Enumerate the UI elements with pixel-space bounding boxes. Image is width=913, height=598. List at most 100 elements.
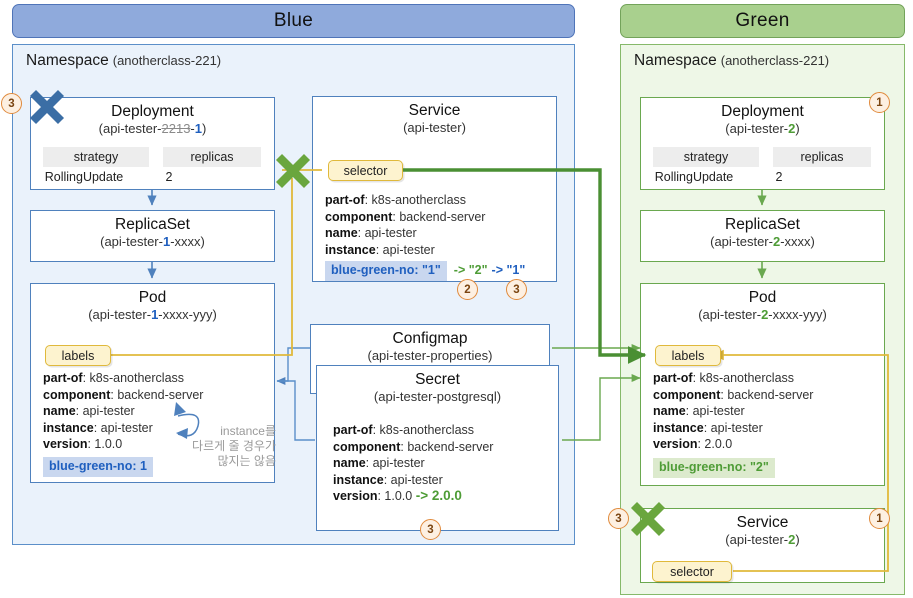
service-green-name-suffix: ) — [795, 532, 800, 547]
deployment-green-name-num: 2 — [788, 121, 796, 136]
callout-green-service-right: 1 — [869, 508, 890, 529]
label-row: component: backend-server — [43, 387, 204, 402]
callout-service-change-green: 2 — [457, 279, 478, 300]
service-blue-selector-tab[interactable]: selector — [328, 160, 403, 181]
service-green-name-prefix: (api-tester- — [725, 532, 789, 547]
x-mark-blue-selector-icon — [275, 153, 311, 189]
label-row: part-of: k8s-anotherclass — [333, 423, 475, 437]
section-header-blue: Blue — [12, 4, 575, 38]
pod-green-name-suffix: -xxxx-yyy) — [768, 307, 827, 322]
deployment-blue-name-struck: 2213 — [161, 121, 191, 136]
deployment-blue-title: Deployment — [111, 103, 194, 120]
service-green-title: Service — [736, 514, 789, 531]
pod-green-name: (api-tester-2-xxxx-yyy) — [641, 307, 884, 323]
callout-service-change-blue: 3 — [506, 279, 527, 300]
deployment-blue-name: (api-tester-2213-1) — [31, 121, 274, 137]
card-deployment-green[interactable]: Deployment (api-tester-2) — [640, 97, 885, 190]
value-replicas-green: 2 — [775, 170, 783, 184]
pod-green-labels-tab[interactable]: labels — [655, 345, 721, 366]
callout-secret-version: 3 — [420, 519, 441, 540]
chip-strategy-blue: strategy — [43, 147, 149, 167]
value-replicas-blue: 2 — [165, 170, 173, 184]
secret-version-new: -> 2.0.0 — [415, 488, 462, 504]
label-row: instance: api-tester — [43, 420, 153, 435]
deployment-green-name-suffix: ) — [795, 121, 800, 136]
service-green-selector-tab-label: selector — [670, 564, 714, 579]
section-header-green-label: Green — [735, 10, 790, 31]
pod-blue-label-list: part-of: k8s-anotherclass component: bac… — [43, 370, 213, 477]
pod-blue-name-suffix: -xxxx-yyy) — [158, 307, 217, 322]
namespace-label-blue: Namespace — [26, 52, 109, 69]
service-blue-selector-tab-label: selector — [343, 163, 388, 178]
replicaset-green-name-prefix: (api-tester- — [710, 234, 773, 249]
chip-strategy-green: strategy — [653, 147, 759, 167]
x-mark-green-service-icon — [630, 501, 666, 537]
pod-green-title: Pod — [748, 289, 777, 306]
service-blue-name: (api-tester) — [403, 120, 466, 135]
chip-replicas-green: replicas — [773, 147, 871, 167]
pod-green-label-list: part-of: k8s-anotherclass component: bac… — [653, 370, 833, 478]
label-row: instance: api-tester — [325, 242, 435, 257]
x-mark-blue-deployment-icon — [29, 89, 65, 125]
deployment-blue-values: RollingUpdate 2 — [43, 170, 213, 184]
label-row: instance: api-tester — [333, 472, 443, 487]
label-row: component: backend-server — [333, 439, 494, 454]
secret-blue-title: Secret — [415, 371, 460, 388]
pod-blue-highlight: blue-green-no: 1 — [43, 456, 153, 477]
label-row-version: version: 1.0.0 -> 2.0.0 — [333, 488, 462, 504]
deployment-green-name-prefix: (api-tester- — [725, 121, 789, 136]
label-row: part-of: k8s-anotherclass — [43, 371, 185, 385]
deployment-green-chips: strategy replicas — [653, 147, 871, 167]
callout-green-service-x: 3 — [608, 508, 629, 529]
service-blue-selector-list: part-of: k8s-anotherclass component: bac… — [325, 192, 525, 281]
replicaset-green-name-num: 2 — [772, 234, 781, 249]
pod-blue-labels-tab-label: labels — [61, 348, 95, 363]
service-blue-change-blue: -> "1" — [491, 263, 526, 278]
chip-replicas-blue: replicas — [163, 147, 261, 167]
section-header-blue-label: Blue — [273, 10, 314, 31]
label-row: name: api-tester — [653, 404, 745, 419]
deployment-green-name: (api-tester-2) — [641, 121, 884, 137]
label-row: part-of: k8s-anotherclass — [653, 371, 795, 385]
pod-blue-title: Pod — [138, 289, 167, 306]
deployment-blue-name-prefix: (api-tester- — [98, 121, 162, 136]
secret-blue-name: (api-tester-postgresql) — [373, 389, 502, 404]
pod-green-name-num: 2 — [761, 307, 769, 322]
service-blue-change-green: -> "2" — [453, 263, 488, 278]
namespace-title-blue: Namespace (anotherclass-221) — [26, 52, 221, 70]
replicaset-blue-name-suffix: -xxxx) — [170, 234, 205, 249]
label-row: part-of: k8s-anotherclass — [325, 193, 467, 207]
service-green-name: (api-tester-2) — [641, 532, 884, 548]
replicaset-green-name-suffix: -xxxx) — [780, 234, 815, 249]
section-header-green: Green — [620, 4, 905, 38]
deployment-blue-name-suffix: ) — [202, 121, 207, 136]
service-blue-title: Service — [408, 102, 461, 119]
callout-blue-deployment: 3 — [1, 93, 22, 114]
namespace-title-green: Namespace (anotherclass-221) — [634, 52, 829, 70]
service-green-selector-tab[interactable]: selector — [652, 561, 732, 582]
replicaset-green-title: ReplicaSet — [725, 216, 800, 233]
card-replicaset-blue[interactable]: ReplicaSet (api-tester-1-xxxx) — [30, 210, 275, 262]
value-strategy-blue: RollingUpdate — [44, 170, 124, 184]
card-deployment-blue[interactable]: Deployment (api-tester-2213-1) — [30, 97, 275, 190]
configmap-blue-name: (api-tester-properties) — [367, 348, 493, 363]
annotation-instance-note: instance를 다르게 줄 경우가 많지는 않음 — [192, 424, 276, 468]
value-strategy-green: RollingUpdate — [654, 170, 734, 184]
label-row: component: backend-server — [653, 387, 814, 402]
pod-green-name-prefix: (api-tester- — [698, 307, 762, 322]
callout-green-deployment: 1 — [869, 92, 890, 113]
label-row: version: 2.0.0 — [653, 437, 733, 452]
secret-blue-label-list: part-of: k8s-anotherclass component: bac… — [333, 422, 548, 505]
pod-blue-labels-tab[interactable]: labels — [45, 345, 111, 366]
card-secret-blue[interactable]: Secret (api-tester-postgresql) part-of: … — [316, 365, 559, 531]
label-row: instance: api-tester — [653, 420, 763, 435]
pod-blue-name-prefix: (api-tester- — [88, 307, 152, 322]
deployment-blue-name-num: 1 — [194, 121, 202, 136]
secret-version-old: 1.0.0 — [384, 489, 413, 504]
replicaset-blue-name-prefix: (api-tester- — [100, 234, 163, 249]
deployment-blue-chips: strategy replicas — [43, 147, 261, 167]
replicaset-blue-name: (api-tester-1-xxxx) — [31, 234, 274, 250]
deployment-blue-name-dash: - — [190, 121, 195, 136]
pod-green-highlight: blue-green-no: "2" — [653, 457, 775, 478]
card-replicaset-green[interactable]: ReplicaSet (api-tester-2-xxxx) — [640, 210, 885, 262]
